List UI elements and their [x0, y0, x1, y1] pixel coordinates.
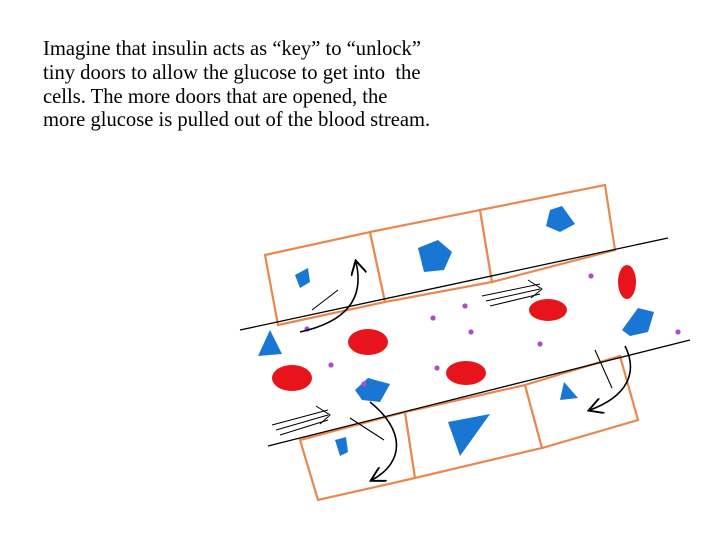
glucose-dot — [462, 303, 467, 308]
insulin-shape — [355, 378, 390, 402]
insulin-shape — [258, 330, 282, 356]
glucose-dot — [361, 381, 366, 386]
red-blood-cell — [446, 361, 486, 385]
red-blood-cell — [272, 365, 312, 391]
glucose-dot — [430, 315, 435, 320]
glucose-dot — [537, 341, 542, 346]
cell-upper-3 — [480, 185, 615, 282]
cell-upper-1 — [265, 232, 385, 325]
glucose-dot — [328, 362, 333, 367]
glucose-dot — [468, 329, 473, 334]
red-blood-cell — [618, 265, 636, 299]
glucose-dot — [588, 273, 593, 278]
glucose-dot — [675, 329, 680, 334]
red-blood-cell — [348, 329, 388, 355]
glucose-dot — [434, 365, 439, 370]
flow-arrow-line — [482, 284, 540, 296]
cell-lower-1 — [300, 412, 415, 500]
cell-lower-3 — [525, 356, 638, 448]
red-blood-cell — [529, 299, 567, 321]
flow-arrow-line — [486, 289, 540, 301]
insulin-shape — [622, 308, 654, 336]
